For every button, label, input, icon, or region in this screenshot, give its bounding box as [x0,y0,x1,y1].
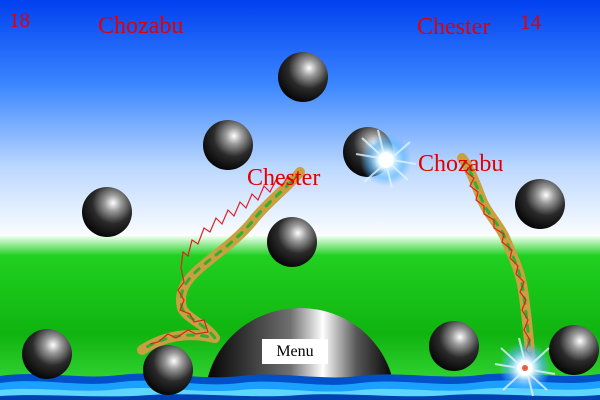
ball-icon [22,329,72,379]
energy-burst-icon [494,337,556,397]
player-name-left: Chozabu [98,13,184,39]
score-left: 18 [9,8,30,32]
score-right: 14 [520,10,541,34]
ball-icon [267,217,317,267]
snake-label-left: Chester [247,165,321,191]
snake-left [137,167,305,355]
menu-button[interactable]: Menu [262,339,328,364]
ball-icon [549,325,599,375]
snake-left-head [296,168,304,176]
energy-burst-icon [355,129,417,189]
ball-icon [429,321,479,371]
snake-label-right: Chozabu [418,151,504,177]
balls [22,52,599,395]
ball-icon [203,120,253,170]
ball-icon [515,179,565,229]
ball-icon [82,187,132,237]
ball-icon [278,52,328,102]
ball-icon [143,345,193,395]
snake-right-head [458,154,466,162]
player-name-right: Chester [417,14,491,40]
